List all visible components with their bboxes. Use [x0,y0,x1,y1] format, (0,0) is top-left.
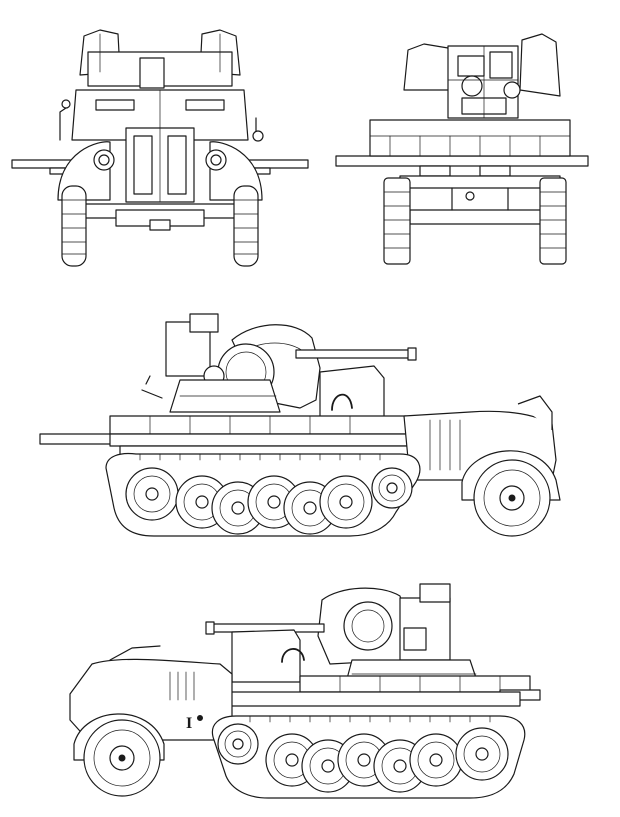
left-side-view: I [69,583,541,799]
road-wheels-right [125,467,413,535]
front-view [11,29,309,267]
hull-marking: I [186,715,192,732]
right-side-view [39,313,561,537]
track-teeth-upper [139,453,381,461]
rear-view [335,33,589,265]
track-teeth-lower [249,715,491,723]
road-wheels-left [217,723,509,793]
